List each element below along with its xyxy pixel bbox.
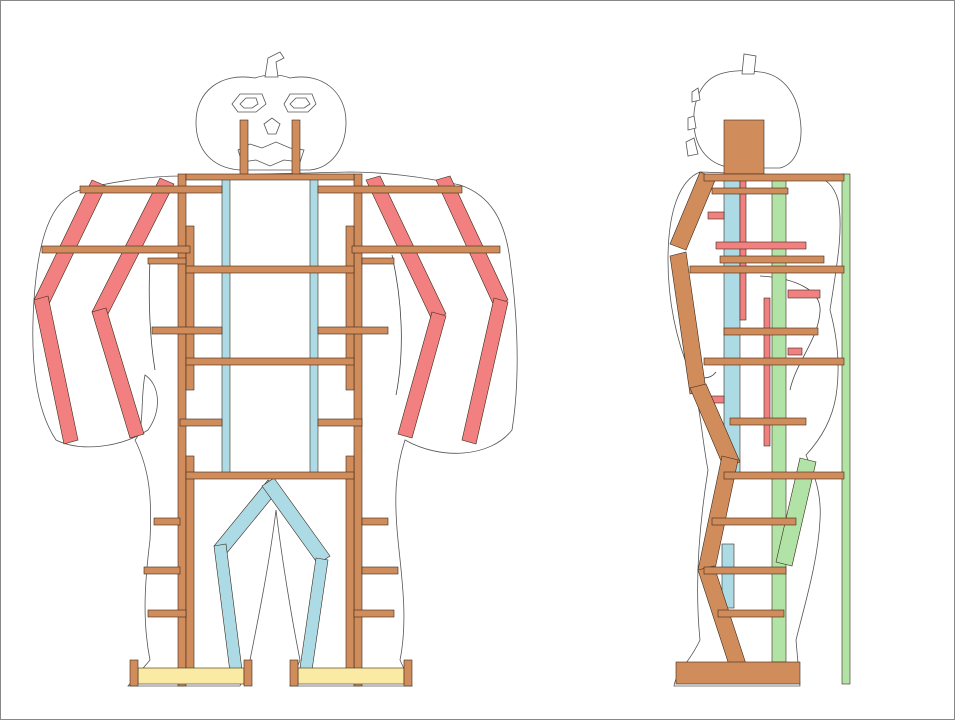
- front-chest-beam: [185, 265, 355, 274]
- front-right-foot-plate: [297, 667, 405, 685]
- front-pumpkin-stem: [264, 51, 285, 78]
- front-right-upper-stub: [361, 257, 395, 265]
- front-left-spine-rail: [221, 177, 231, 475]
- front-left-toe-block: [243, 659, 253, 687]
- side-foot-block: [675, 661, 801, 685]
- front-right-heel-block: [289, 659, 299, 687]
- front-nose: [263, 117, 281, 135]
- front-right-spine-rail: [309, 177, 319, 475]
- side-arm-beam: [689, 265, 845, 274]
- side-arm-tab-2: [715, 241, 807, 250]
- side-pumpkin-stem: [741, 53, 757, 75]
- side-knee-beam: [703, 566, 787, 575]
- front-right-eye-inner: [289, 97, 311, 109]
- front-right-neck-post: [291, 119, 301, 177]
- side-leg-strut: [775, 457, 817, 567]
- side-shin-beam: [717, 609, 785, 618]
- front-left-shin-stub: [147, 609, 187, 618]
- front-right-thigh-stub: [361, 517, 389, 526]
- side-lower-arm-rod: [763, 297, 771, 447]
- front-left-waist-stub: [179, 418, 223, 427]
- front-right-shoulder-beam: [317, 185, 463, 194]
- side-shoulder-beam: [703, 173, 845, 182]
- side-mid-beam: [723, 327, 819, 336]
- side-chest-beam: [719, 255, 825, 264]
- front-right-chest-stub: [317, 326, 389, 335]
- front-left-inner-lower-arm-strut: [91, 307, 145, 439]
- front-left-inner-post: [185, 225, 195, 391]
- front-right-toe-block: [403, 659, 413, 687]
- front-left-neck-post: [239, 119, 249, 177]
- front-right-waist-stub: [317, 418, 363, 427]
- front-left-knee-stub: [143, 566, 181, 575]
- front-body-outline: [32, 171, 518, 687]
- front-left-arm-beam: [41, 245, 191, 254]
- side-arm-tab-3: [787, 289, 821, 299]
- side-upper-chest-beam: [711, 187, 789, 195]
- front-left-foot-plate: [137, 667, 245, 685]
- front-left-outer-lower-arm-strut: [33, 295, 79, 445]
- front-right-lower-inner-post: [345, 455, 355, 681]
- front-shoulder-top-beam: [185, 173, 355, 181]
- front-right-arm-inner-line: [391, 254, 402, 396]
- side-thigh-beam: [711, 517, 797, 526]
- side-back-rail: [841, 173, 851, 685]
- front-right-thigh-strut: [261, 477, 331, 565]
- front-right-inner-post: [345, 225, 355, 391]
- side-lower-beam: [703, 357, 845, 366]
- front-right-arm-beam: [351, 245, 501, 254]
- front-right-outer-upper-arm-strut: [435, 175, 509, 307]
- front-mid-beam: [185, 357, 355, 366]
- front-left-main-post: [177, 173, 187, 687]
- front-right-shin-stub: [353, 609, 395, 618]
- front-left-arm-inner-line: [148, 259, 156, 371]
- side-arm-rod: [739, 179, 747, 321]
- side-waist-plank: [689, 383, 741, 469]
- front-right-inner-lower-arm-strut: [397, 311, 447, 439]
- front-left-upper-stub: [147, 257, 187, 265]
- front-left-heel-block: [129, 659, 139, 687]
- side-face-ridge: [685, 87, 701, 157]
- front-left-chest-stub: [151, 326, 223, 335]
- side-view: [667, 53, 851, 687]
- side-waist-beam: [729, 417, 807, 426]
- side-arm-tab-4: [787, 347, 803, 356]
- front-left-lower-inner-post: [185, 455, 195, 681]
- side-spine-rail: [723, 179, 741, 475]
- side-hip-beam: [723, 471, 845, 480]
- front-right-outer-lower-arm-strut: [461, 297, 509, 445]
- front-hip-beam: [185, 471, 355, 480]
- front-left-shoulder-beam: [79, 185, 223, 194]
- front-right-knee-stub: [361, 566, 399, 575]
- side-arm-tab-1: [707, 211, 725, 220]
- side-inner-arm-line: [759, 275, 821, 391]
- front-mouth: [237, 141, 305, 167]
- front-right-main-post: [353, 173, 363, 687]
- front-left-eye-inner: [239, 97, 259, 109]
- front-view: [32, 51, 518, 687]
- side-neck-block: [723, 119, 765, 175]
- front-left-thigh-stub: [153, 517, 181, 526]
